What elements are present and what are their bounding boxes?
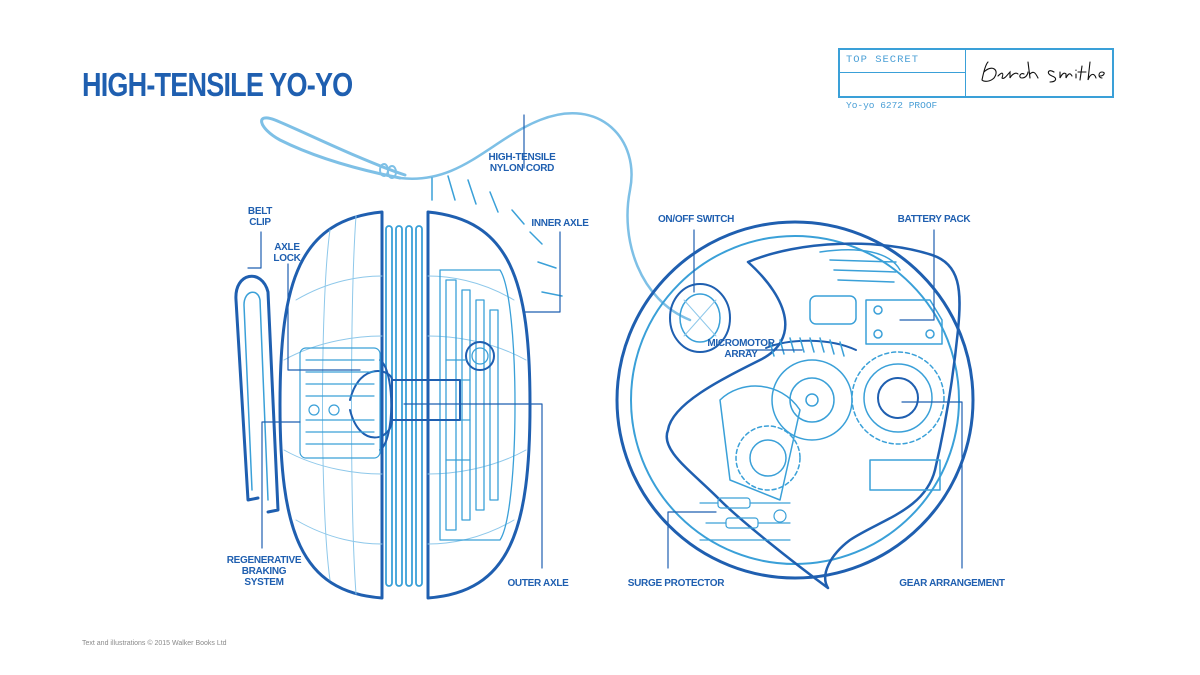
- page-title: HIGH-TENSILE YO-YO: [82, 66, 353, 103]
- label-battery-pack: BATTERY PACK: [898, 214, 972, 225]
- nylon-cord: [398, 112, 692, 322]
- on-off-switch-graphic: [669, 283, 731, 353]
- label-regen-1: REGENERATIVE: [227, 555, 302, 566]
- label-axle-lock-1: AXLE: [274, 242, 300, 253]
- gear-train: [719, 337, 945, 501]
- inner-mechanism: [439, 269, 516, 541]
- labels: HIGH-TENSILE NYLON CORD BELT CLIP AXLE L…: [227, 152, 1005, 589]
- label-regen-2: BRAKING: [242, 566, 287, 577]
- top-secret-stamp: TOP SECRET Yo-yo 6272 PROOF: [838, 48, 1114, 111]
- stamp-proof: Yo-yo 6272 PROOF: [846, 100, 938, 111]
- label-inner-axle: INNER AXLE: [531, 218, 589, 229]
- axle-lock-mechanism: [299, 347, 381, 459]
- battery-pack-graphic: [809, 249, 943, 345]
- right-half-shell: [426, 210, 532, 600]
- front-inner-ring: [630, 235, 960, 565]
- belt-clip-inner: [243, 291, 269, 501]
- surge-protector-graphic: [699, 497, 791, 541]
- label-surge-protector: SURGE PROTECTOR: [628, 578, 726, 589]
- copyright-footer: Text and illustrations © 2015 Walker Boo…: [82, 640, 227, 647]
- axle-assembly: [349, 359, 461, 451]
- signature: [981, 61, 1105, 83]
- belt-clip: [234, 274, 280, 514]
- label-gear-arrangement: GEAR ARRANGEMENT: [899, 578, 1005, 589]
- label-micromotor-1: MICROMOTOR: [707, 338, 775, 349]
- label-cord-2: NYLON CORD: [490, 163, 554, 174]
- stamp-classification: TOP SECRET: [846, 54, 920, 66]
- label-on-off-switch: ON/OFF SWITCH: [658, 214, 734, 225]
- left-half-shell: [278, 210, 384, 600]
- label-regen-3: SYSTEM: [244, 577, 283, 588]
- label-axle-lock-2: LOCK: [273, 253, 301, 264]
- stamp-classification-cell: TOP SECRET: [840, 50, 966, 73]
- side-leader-lines: [247, 114, 561, 569]
- label-belt-clip-2: CLIP: [249, 217, 271, 228]
- front-outer-ring: [615, 220, 975, 580]
- left-half-guides: [283, 215, 383, 595]
- front-leader-lines: [667, 229, 963, 569]
- label-belt-clip-1: BELT: [248, 206, 272, 217]
- label-outer-axle: OUTER AXLE: [507, 578, 569, 589]
- cord-knot: [379, 163, 397, 179]
- label-cord-1: HIGH-TENSILE: [489, 152, 557, 163]
- label-micromotor-2: ARRAY: [724, 349, 758, 360]
- cord-loop: [260, 116, 407, 180]
- cutaway-edge: [665, 242, 961, 590]
- stamp-proof-cell: Yo-yo 6272 PROOF: [840, 73, 966, 111]
- motion-lines: [431, 175, 563, 297]
